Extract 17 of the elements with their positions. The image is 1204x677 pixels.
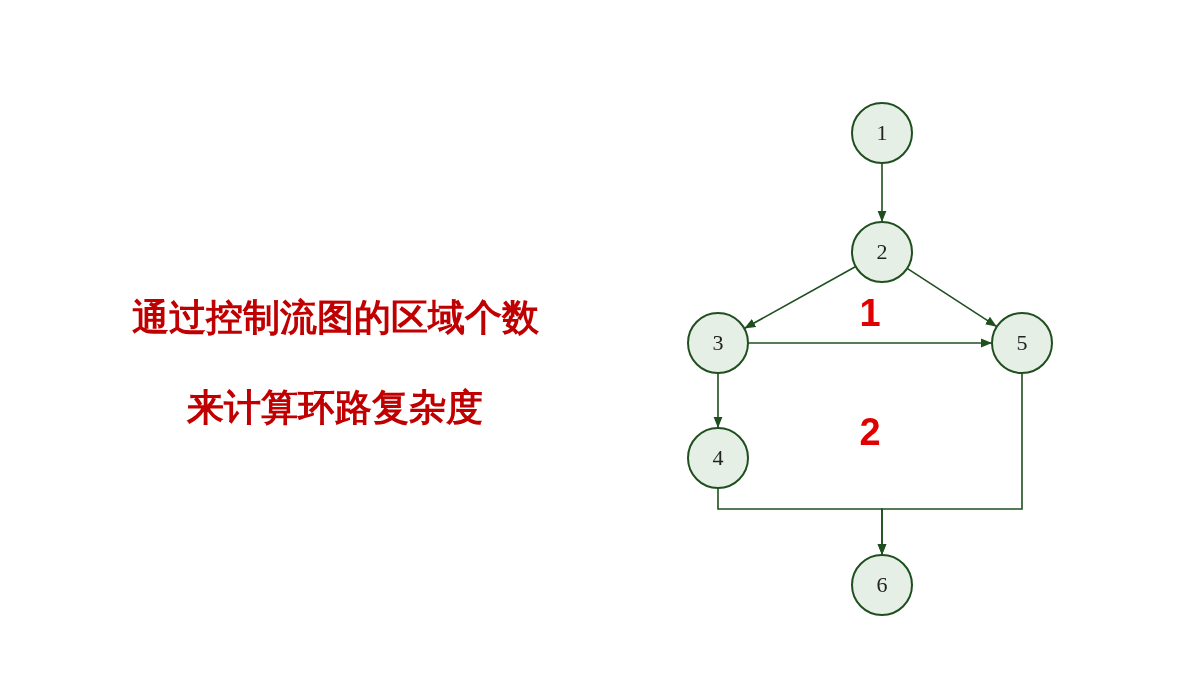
node-number: 6 (876, 572, 888, 598)
node-circle (851, 221, 913, 283)
arrow (713, 372, 723, 429)
region-number: 2 (859, 410, 881, 454)
node-number: 5 (1016, 330, 1028, 356)
arrow (877, 162, 887, 223)
node-number: 4 (712, 445, 724, 471)
heading-text: 来计算环路复杂度 (187, 385, 483, 431)
region-number: 1 (859, 291, 881, 335)
node-number: 2 (876, 239, 888, 265)
arrow (743, 265, 857, 330)
arrow (906, 267, 998, 328)
arrow (877, 372, 1023, 556)
node-number: 1 (876, 120, 888, 146)
arrow (747, 338, 993, 348)
heading-text: 通过控制流图的区域个数 (131, 295, 539, 341)
node-number: 3 (712, 330, 724, 356)
